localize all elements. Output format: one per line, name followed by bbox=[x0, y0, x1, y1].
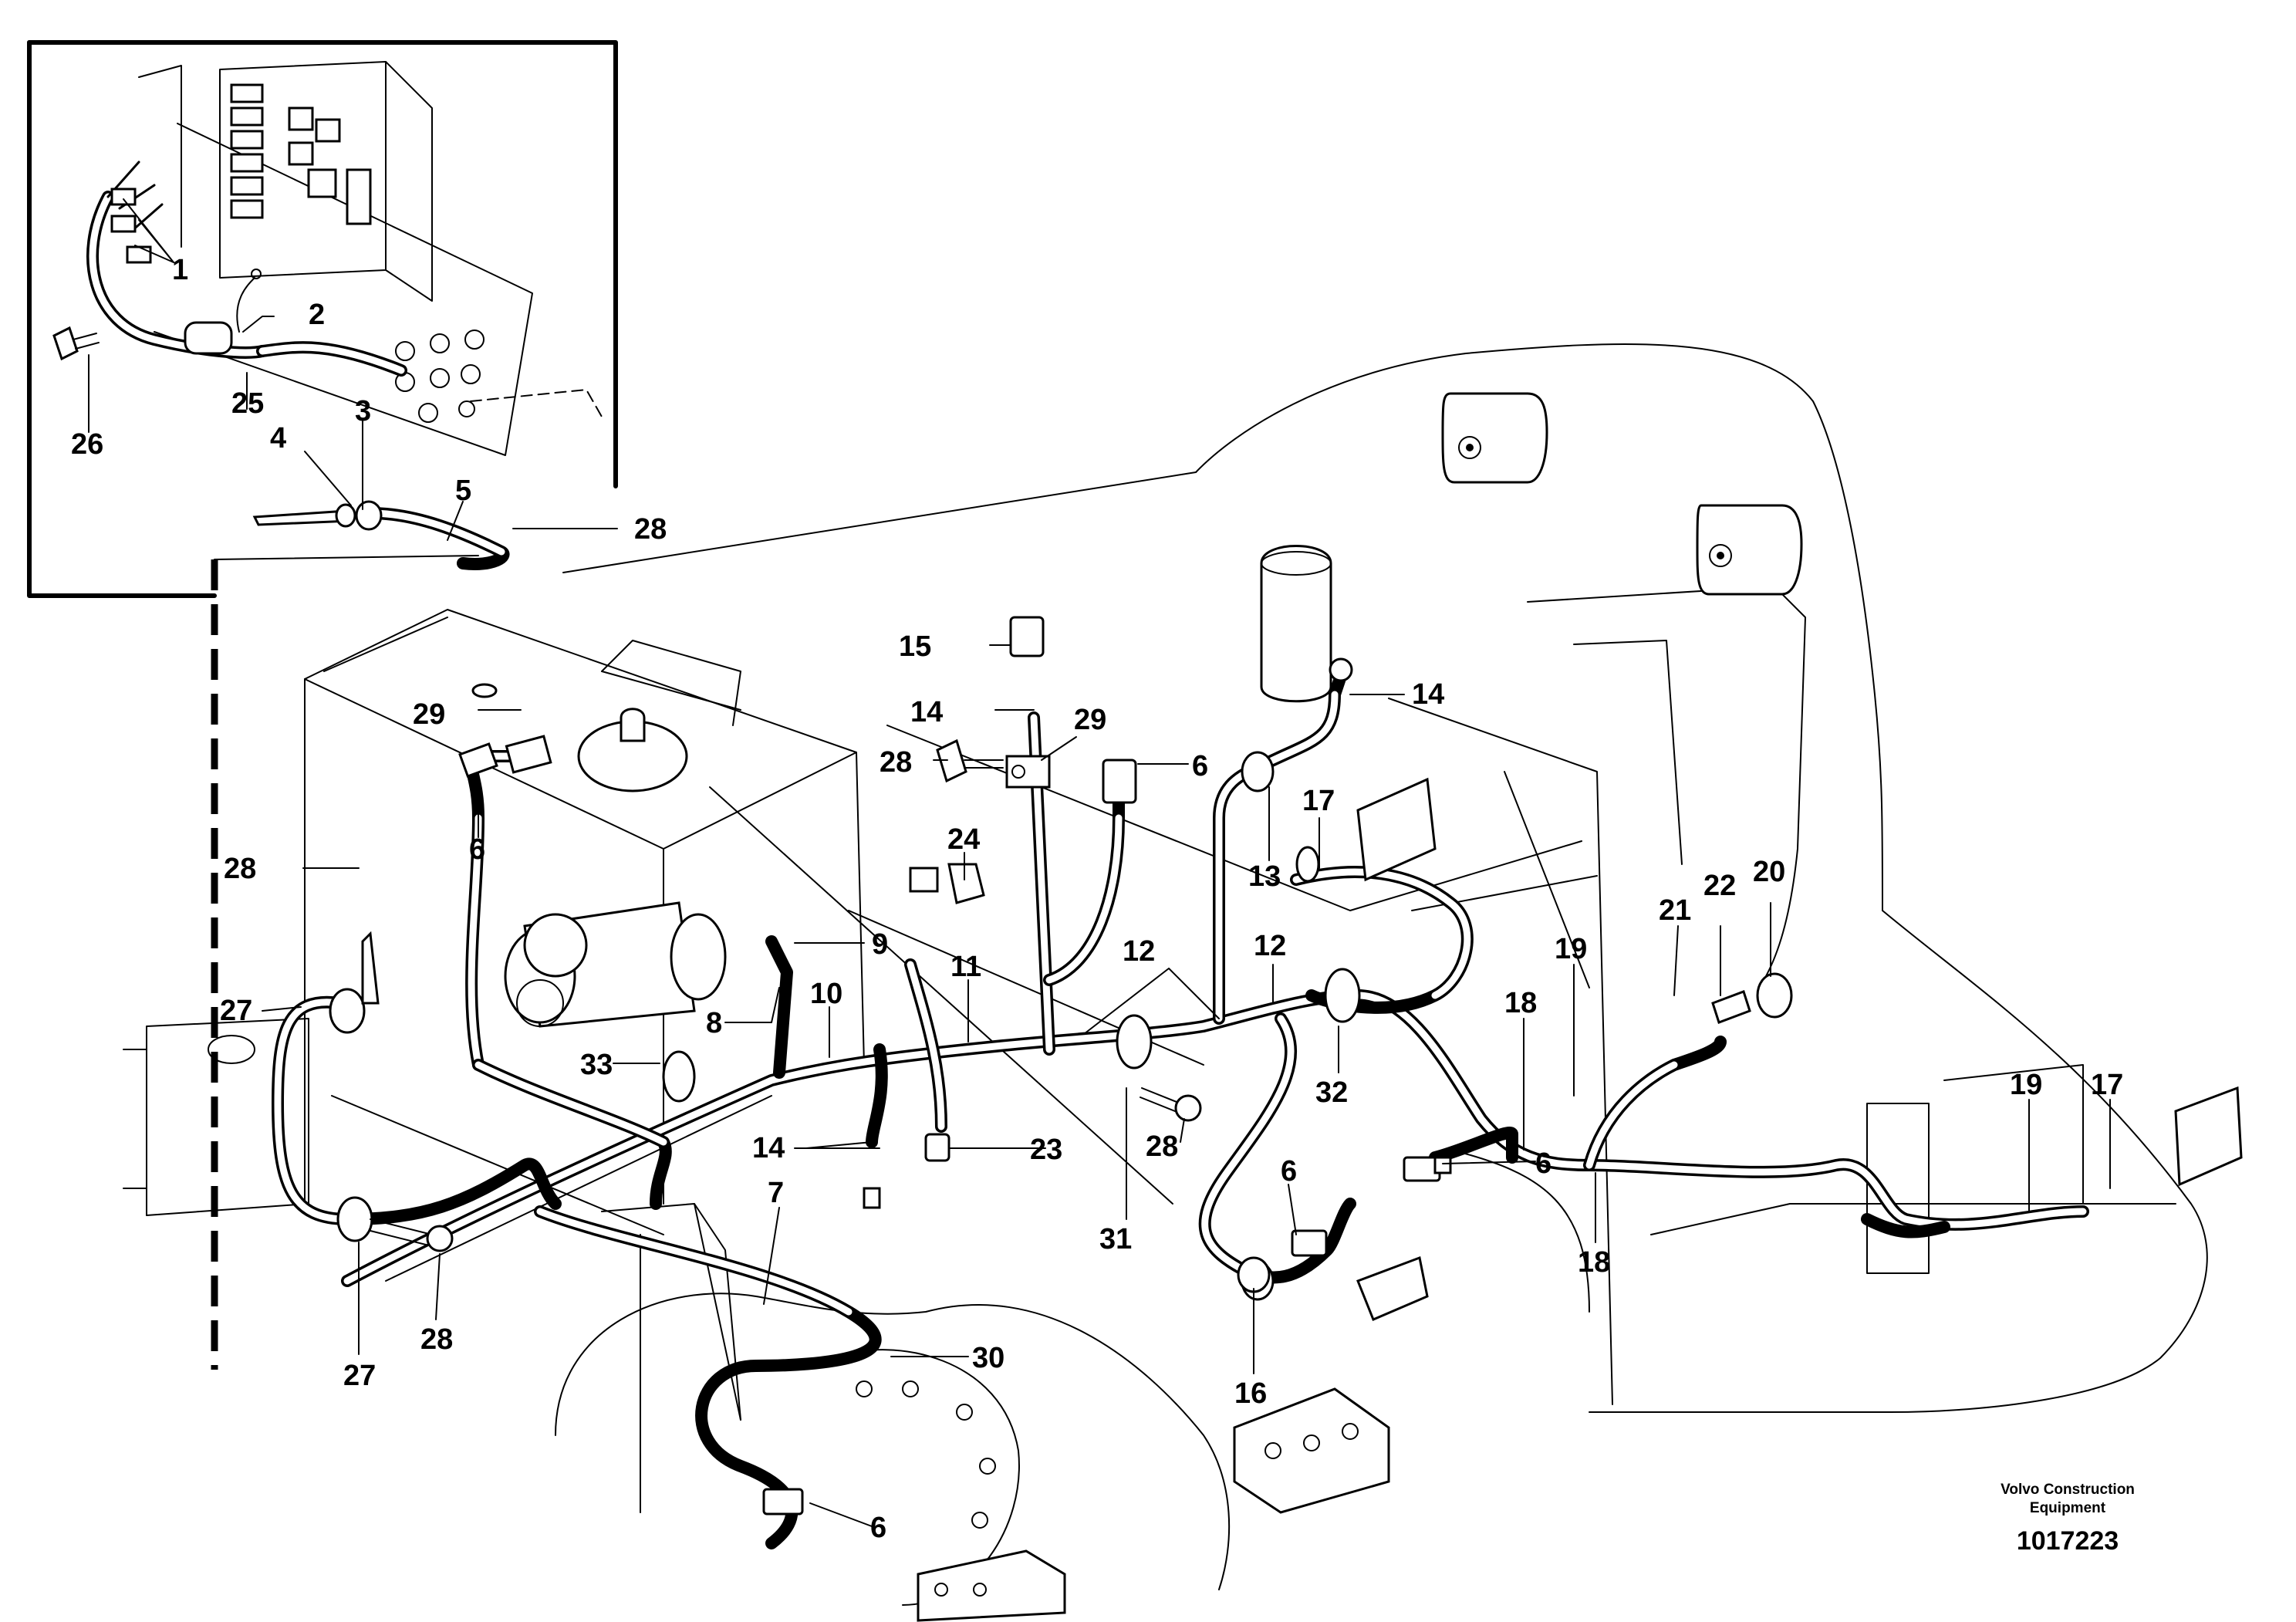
callout-26: 26 bbox=[71, 428, 103, 461]
axle-hub bbox=[555, 1293, 1390, 1622]
callout-30: 30 bbox=[972, 1342, 1004, 1374]
callout-28a: 28 bbox=[634, 513, 667, 546]
callout-22: 22 bbox=[1703, 870, 1736, 902]
starter-motor bbox=[504, 901, 727, 1028]
callout-20: 20 bbox=[1753, 856, 1785, 888]
callout-31: 31 bbox=[1099, 1223, 1132, 1255]
callout-9: 9 bbox=[872, 928, 888, 961]
callout-15: 15 bbox=[899, 630, 931, 663]
callout-21: 21 bbox=[1659, 894, 1691, 927]
callout-29b: 29 bbox=[1074, 704, 1106, 736]
callout-14c: 14 bbox=[752, 1132, 785, 1164]
callout-28d: 28 bbox=[1146, 1130, 1178, 1163]
callout-1: 1 bbox=[172, 254, 188, 286]
leader-lines bbox=[88, 198, 2111, 1527]
fuel-tank bbox=[304, 609, 865, 1205]
callout-25: 25 bbox=[231, 387, 264, 420]
callout-10: 10 bbox=[810, 978, 842, 1010]
callout-18b: 18 bbox=[1578, 1246, 1610, 1279]
document-number: 1017223 bbox=[2017, 1526, 2119, 1556]
brand-line-2: Equipment bbox=[2030, 1500, 2106, 1516]
callout-6c: 6 bbox=[1535, 1147, 1551, 1180]
callout-12a: 12 bbox=[1123, 935, 1155, 968]
callout-28b: 28 bbox=[224, 853, 256, 885]
callout-12b: 12 bbox=[1254, 930, 1286, 962]
callout-33: 33 bbox=[580, 1049, 613, 1081]
callout-6e: 6 bbox=[870, 1512, 886, 1544]
callout-27b: 27 bbox=[343, 1360, 376, 1392]
callout-28c: 28 bbox=[880, 746, 912, 779]
callout-labels: 1 2 3 4 5 25 26 28 29 6 28 27 33 8 9 10 … bbox=[71, 254, 2123, 1544]
callout-18a: 18 bbox=[1504, 987, 1537, 1019]
bolt-inset bbox=[52, 326, 100, 361]
callout-6b: 6 bbox=[1192, 750, 1208, 782]
terminal-lead bbox=[252, 500, 510, 570]
callout-14a: 14 bbox=[910, 696, 943, 728]
callout-23: 23 bbox=[1030, 1134, 1062, 1166]
callout-24: 24 bbox=[947, 823, 980, 856]
callout-17a: 17 bbox=[1302, 785, 1335, 817]
machine-frame bbox=[562, 343, 2208, 1413]
callout-3: 3 bbox=[355, 395, 371, 427]
reservoir bbox=[1260, 545, 1332, 703]
connectors bbox=[329, 616, 2243, 1516]
callout-16: 16 bbox=[1234, 1377, 1267, 1410]
callout-27a: 27 bbox=[220, 995, 252, 1027]
callout-19a: 19 bbox=[1555, 933, 1587, 965]
callout-6a: 6 bbox=[469, 833, 485, 866]
callout-32: 32 bbox=[1315, 1076, 1348, 1109]
callout-6d: 6 bbox=[1281, 1155, 1297, 1188]
callout-7: 7 bbox=[768, 1177, 784, 1209]
callout-5: 5 bbox=[455, 475, 471, 507]
callout-19b: 19 bbox=[2010, 1069, 2042, 1101]
brand-line-1: Volvo Construction bbox=[2001, 1482, 2135, 1498]
callout-4: 4 bbox=[270, 422, 286, 454]
callout-29a: 29 bbox=[413, 698, 445, 731]
callout-28e: 28 bbox=[420, 1323, 453, 1356]
panel-holes bbox=[395, 329, 485, 423]
callout-8: 8 bbox=[706, 1007, 722, 1039]
detail-inset bbox=[27, 40, 618, 1370]
callout-13: 13 bbox=[1248, 860, 1281, 893]
publisher-block: Volvo Construction Equipment 1017223 bbox=[2001, 1482, 2135, 1556]
relay-blocks bbox=[230, 83, 372, 225]
callout-11: 11 bbox=[950, 951, 981, 983]
callout-17b: 17 bbox=[2091, 1069, 2123, 1101]
work-lights bbox=[1441, 392, 1803, 596]
callout-14b: 14 bbox=[1412, 678, 1444, 711]
callout-2: 2 bbox=[309, 299, 325, 331]
